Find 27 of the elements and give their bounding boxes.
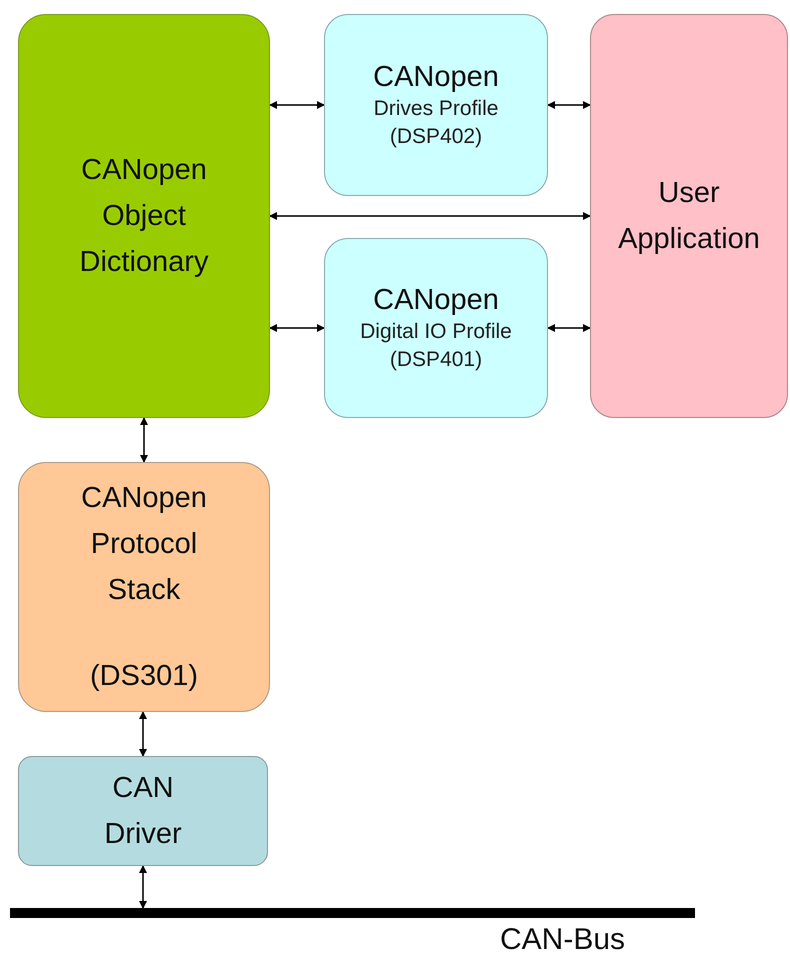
block-box xyxy=(18,14,270,418)
double-arrow xyxy=(269,324,325,332)
block-subtitle: Digital IO Profile xyxy=(360,319,512,345)
double-arrow xyxy=(547,324,591,332)
block-title: CANopen Object Dictionary xyxy=(78,153,210,280)
block-box xyxy=(18,462,270,712)
double-arrow xyxy=(547,101,591,109)
block-title: CANopen Protocol Stack xyxy=(80,481,208,608)
block-box xyxy=(590,14,788,418)
block-title: User Application xyxy=(617,176,761,257)
bus-bar xyxy=(10,908,695,918)
block-box xyxy=(324,238,548,418)
block-title: CAN Driver xyxy=(103,771,183,852)
double-arrow xyxy=(269,212,591,220)
block-subtitle: Drives Profile xyxy=(374,96,498,122)
block-box xyxy=(18,756,268,866)
bus-label: CAN-Bus xyxy=(500,922,626,958)
double-arrow xyxy=(269,101,325,109)
double-arrow xyxy=(139,711,147,757)
block-subtitle: (DSP402) xyxy=(390,124,482,150)
block-subtitle: (DSP401) xyxy=(390,347,482,373)
block-title: CANopen xyxy=(373,60,499,95)
double-arrow xyxy=(140,417,148,463)
block-subtitle: (DS301) xyxy=(90,659,198,694)
block-title: CANopen xyxy=(373,283,499,318)
block-box xyxy=(324,14,548,196)
double-arrow xyxy=(139,865,147,909)
